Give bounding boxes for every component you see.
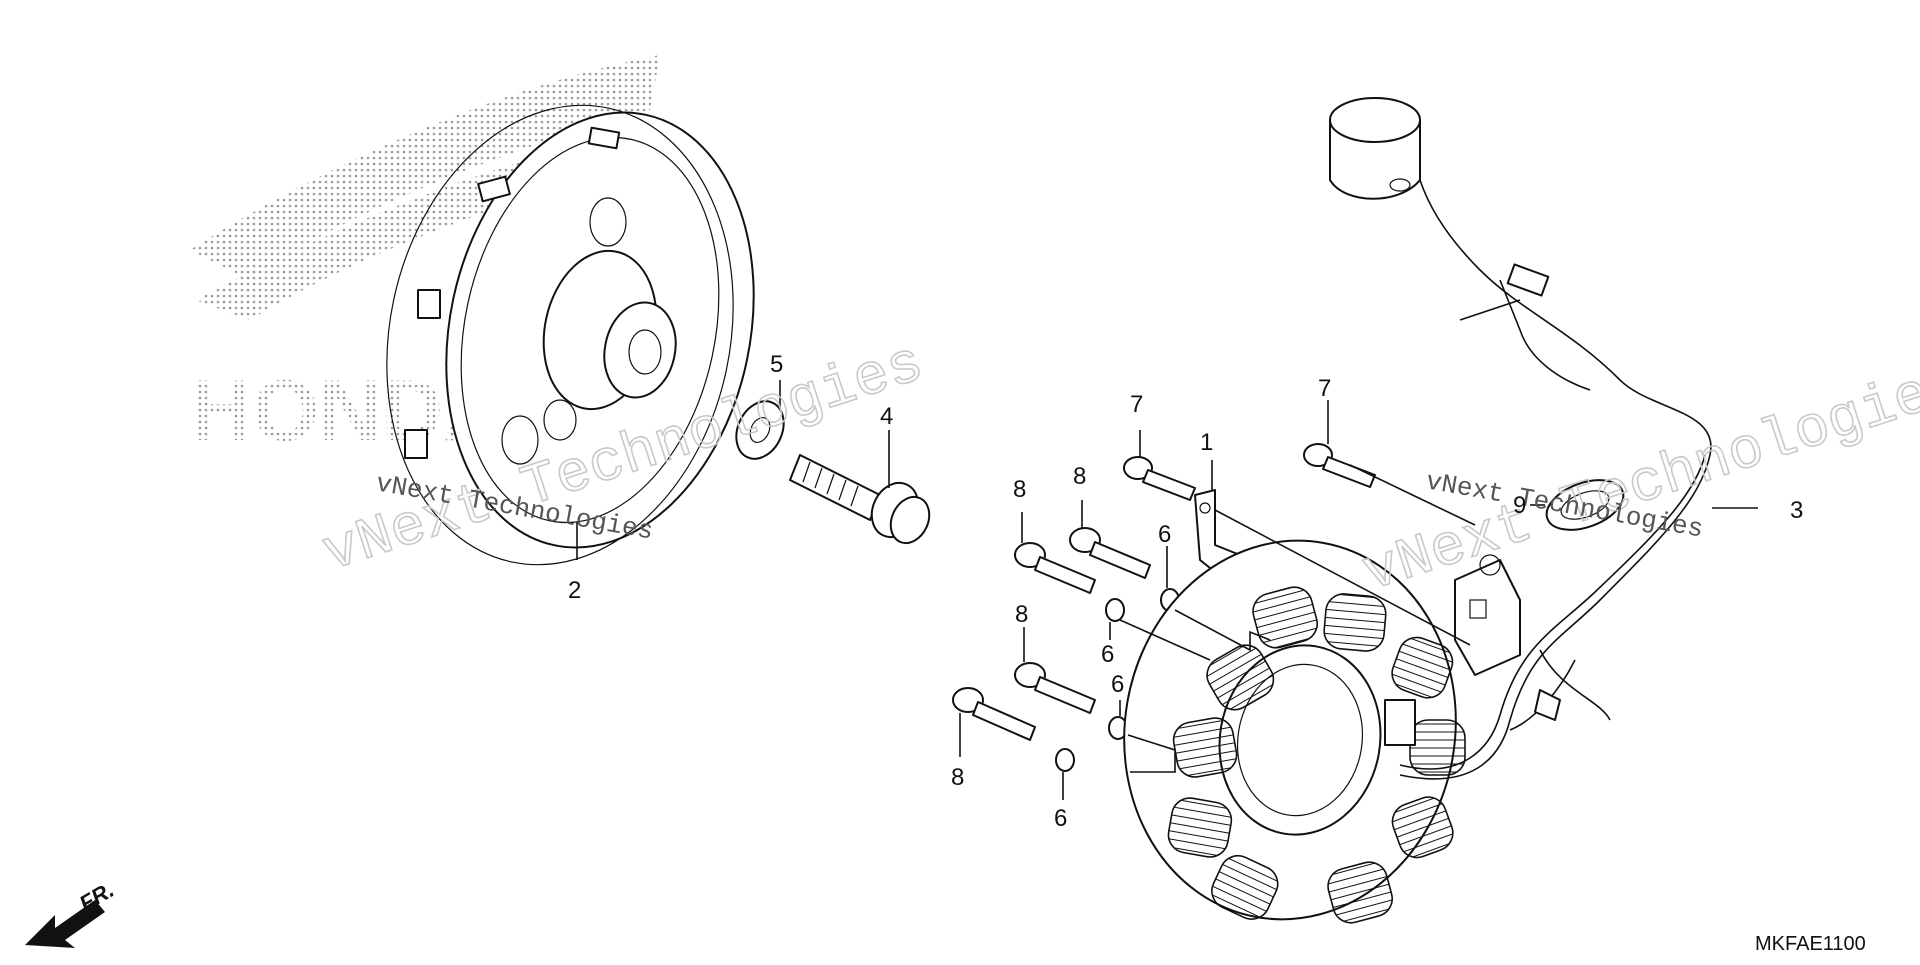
callout-6b: 6 [1101, 641, 1114, 668]
harness-grommet [1545, 479, 1625, 531]
callout-6a: 6 [1158, 521, 1171, 548]
part-flywheel [386, 104, 755, 566]
bolt-8-b [1014, 542, 1096, 594]
callout-labels: 1 2 3 4 5 6 6 6 6 7 7 8 8 8 8 9 [568, 351, 1803, 832]
callout-9: 9 [1513, 492, 1526, 519]
bolt-7-right [1303, 443, 1376, 488]
callout-5: 5 [770, 351, 783, 378]
part-harness [1329, 97, 1712, 780]
part-pulse-generator [1454, 554, 1521, 676]
callout-2: 2 [568, 577, 581, 604]
callout-6d: 6 [1054, 805, 1067, 832]
callout-8d: 8 [951, 764, 964, 791]
part-washer [735, 400, 785, 460]
callout-6c: 6 [1111, 671, 1124, 698]
callout-8a: 8 [1073, 463, 1086, 490]
front-direction-marker: FR. [25, 877, 118, 948]
part-small-washers [1055, 588, 1180, 772]
harness-connector-cap [1329, 97, 1421, 200]
part-bolts [952, 443, 1376, 741]
diagram-code: MKFAE1100 [1755, 933, 1866, 955]
leader-lines [576, 380, 1758, 800]
part-stator [1123, 539, 1466, 924]
callout-8c: 8 [1015, 601, 1028, 628]
callout-1: 1 [1200, 429, 1213, 456]
callout-7b: 7 [1318, 375, 1331, 402]
callout-7a: 7 [1130, 391, 1143, 418]
part-flywheel-bolt [789, 454, 931, 545]
bolt-7-left [1123, 456, 1196, 501]
bolt-8-a [1069, 527, 1151, 579]
callout-3: 3 [1790, 497, 1803, 524]
callout-8b: 8 [1013, 476, 1026, 503]
callout-4: 4 [880, 403, 893, 430]
bolt-8-d [952, 687, 1036, 741]
bolt-8-c [1014, 662, 1096, 714]
